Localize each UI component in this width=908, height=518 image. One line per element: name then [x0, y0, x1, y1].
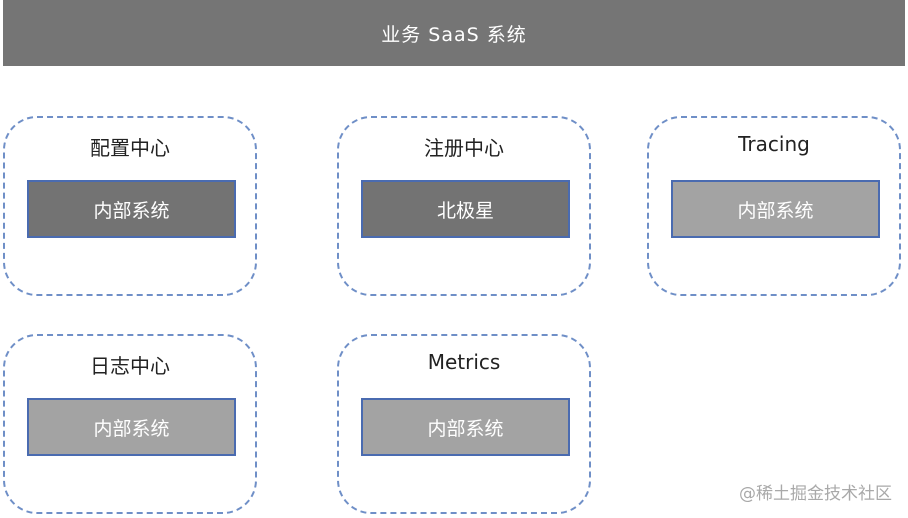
- group-title-tracing: Tracing: [738, 132, 810, 156]
- header-title: 业务 SaaS 系统: [381, 23, 527, 46]
- config-center-group: 配置中心 内部系统: [3, 116, 257, 296]
- metrics-system-label: 内部系统: [427, 417, 504, 440]
- log-center-system-label: 内部系统: [93, 417, 170, 440]
- log-center-system-box: 内部系统: [27, 398, 236, 456]
- saas-system-header: 业务 SaaS 系统: [3, 0, 905, 66]
- group-title-config-center: 配置中心: [90, 136, 170, 160]
- metrics-system-box: 内部系统: [361, 398, 570, 456]
- group-title-log-center: 日志中心: [90, 354, 170, 378]
- config-center-system-label: 内部系统: [93, 199, 170, 222]
- group-title-metrics: Metrics: [427, 350, 501, 374]
- tracing-system-box: 内部系统: [671, 180, 880, 238]
- config-center-system-box: 内部系统: [27, 180, 236, 238]
- watermark-text: @稀土掘金技术社区: [739, 484, 892, 504]
- tracing-system-label: 内部系统: [737, 199, 814, 222]
- registry-center-system-box: 北极星: [361, 180, 570, 238]
- group-title-registry-center: 注册中心: [424, 136, 504, 160]
- metrics-group: Metrics 内部系统: [337, 334, 591, 514]
- tracing-group: Tracing 内部系统: [647, 116, 901, 296]
- registry-center-group: 注册中心 北极星: [337, 116, 591, 296]
- registry-center-system-label: 北极星: [436, 199, 494, 222]
- log-center-group: 日志中心 内部系统: [3, 334, 257, 514]
